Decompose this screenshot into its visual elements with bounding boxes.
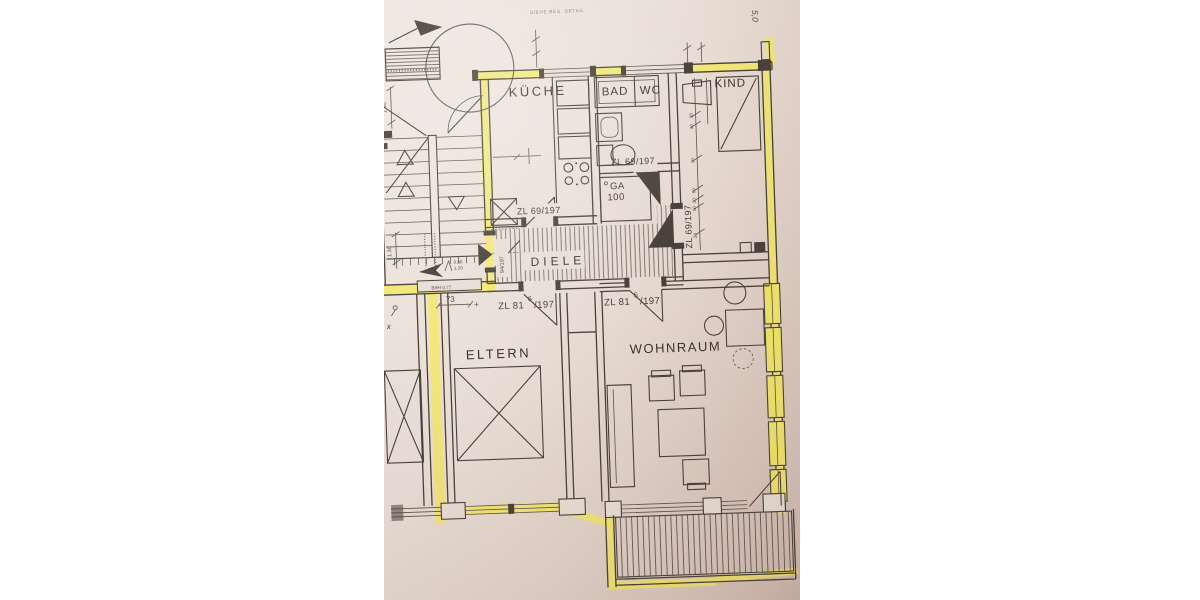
dim-plus-mark: + [474,300,479,309]
kind-dim-0: 30 [689,113,694,119]
room-label-diele: DIELE [530,253,585,269]
kind-bed [715,75,762,152]
kind-dim-6: 30 [693,233,698,239]
orientation-mark: 5,0 [750,10,760,22]
kind-dim-4: 10 [691,198,696,204]
dim-parapet: BRH 0.77 [431,285,452,291]
room-label-ga-number: 100 [607,192,625,204]
dining-chair [723,281,747,305]
cross-mark: x [386,322,392,331]
door-label-zl81-wohnraum: ZL 81 [604,297,630,309]
right-wall-windows [762,282,788,503]
room-label-kueche: KÜCHE [508,83,567,100]
dining-chair-dashed [732,348,754,370]
bathtub [593,74,660,109]
door-label-zl69-kueche: ZL 69/197 [517,205,561,217]
furniture [384,281,782,507]
dim-left-lower: 1.30 [387,246,393,257]
plan-tilt-group: SIEHE BES. DETAIL 5,0 KÜCHE BAD WC KIND … [384,8,798,590]
kind-door-swing [648,209,675,248]
door-label-zl69-kind: ZL 69/197 [683,205,695,249]
bath-door-swing [635,171,661,206]
sofa [606,384,636,488]
armchair [648,374,676,402]
kind-dim-2: 10 [690,158,695,164]
door-label-zl69-bad: ZL 69/197 [611,156,655,168]
detail-markers [384,19,706,317]
door-number-wohnraum: 5 [634,292,638,299]
labels: SIEHE BES. DETAIL 5,0 KÜCHE BAD WC KIND … [384,8,760,362]
door-number-eltern: 6 [528,296,532,303]
entry-door-label: 94/197 [499,256,506,273]
kind-dim-3: 90 [691,188,696,194]
eltern-door-swing [523,293,558,326]
kind-dim-1: 30 [689,124,694,130]
washbasin [594,112,624,143]
north-arrow [414,19,443,36]
neighbour-bed [384,369,425,464]
dining-table [724,308,766,347]
dim-corridor-width: 73 [446,295,456,304]
bathroom-fixtures [593,74,661,206]
chair [682,458,711,486]
stove [563,162,590,186]
coffee-table [657,407,707,458]
kind-dim-5: 10 [692,206,697,212]
room-label-ga: GA [610,181,625,193]
door-label-zl81-eltern: ZL 81 [498,300,524,312]
hall-doors [435,289,664,326]
entry-door-mark [477,243,493,266]
dining-chair [703,315,725,336]
door-label-zl81-eltern-suffix: /197 [534,299,554,311]
room-label-wohnraum: WOHNRAUM [629,338,721,356]
armchair [678,369,706,397]
label-knockouts [494,202,585,278]
door-label-zl81-wohnraum-suffix: /197 [640,296,660,308]
floor-plan-drawing: SIEHE BES. DETAIL 5,0 KÜCHE BAD WC KIND … [384,8,798,590]
room-label-wc: WC [640,84,662,97]
sink [555,79,590,107]
eltern-bed [453,365,545,462]
detail-note: SIEHE BES. DETAIL [530,8,585,16]
stairwell [384,68,521,278]
dim-left-upper: 1.30 [384,102,388,113]
stair-direction-arrow [418,263,444,278]
balcony-door-swing [748,471,782,507]
room-label-eltern: ELTERN [466,345,532,362]
kind-room [648,75,766,254]
wohnraum-door-swing [629,289,664,322]
detail-circle [425,23,515,113]
room-label-kind: KIND [714,77,746,90]
walls [384,41,797,588]
scanned-paper: SIEHE BES. DETAIL 5,0 KÜCHE BAD WC KIND … [384,0,800,600]
toilet [596,144,614,167]
room-label-bad: BAD [602,86,629,99]
dim-stair-rise: 0.86 [454,259,464,264]
kitchen-fixtures [492,77,592,227]
dim-stair-run: 1.20 [454,265,464,270]
